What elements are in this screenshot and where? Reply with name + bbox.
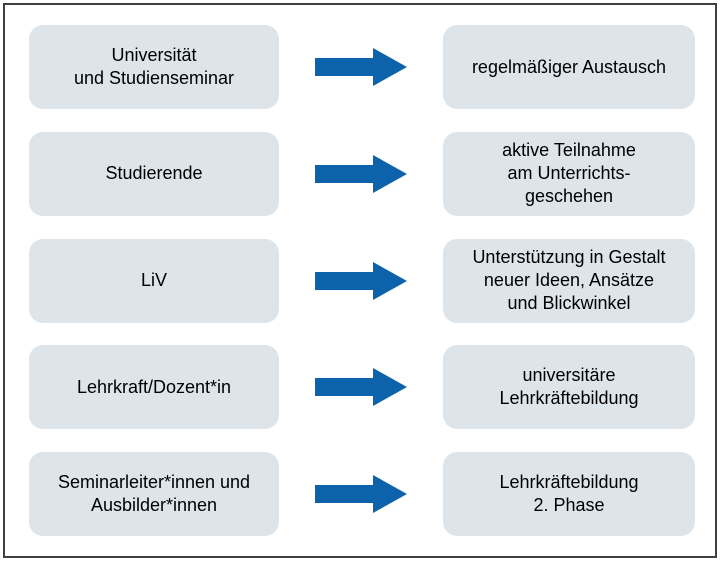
contribution-box: Unterstützung in Gestalt neuer Ideen, An… [443, 238, 695, 323]
contribution-label: regelmäßiger Austausch [471, 56, 667, 77]
contribution-box: regelmäßiger Austausch [443, 25, 695, 109]
actor-label: LiV [140, 270, 167, 290]
right-arrow-icon [279, 261, 443, 300]
contribution-box: aktive Teilnahme am Unterrichts- gescheh… [443, 131, 695, 216]
mapping-row: Universität und Studienseminar regelmäßi… [29, 25, 695, 109]
right-arrow-icon [279, 475, 443, 513]
mapping-row: Seminarleiter*innen und Ausbilder*innen … [29, 452, 695, 536]
right-arrow-icon [279, 154, 443, 193]
contribution-label: Unterstützung in Gestalt neuer Ideen, An… [472, 247, 666, 313]
actor-label: Seminarleiter*innen und Ausbilder*innen [57, 472, 251, 515]
diagram-frame: Universität und Studienseminar regelmäßi… [3, 3, 717, 558]
right-arrow-icon [279, 48, 443, 86]
mapping-row: Lehrkraft/Dozent*in universitäre Lehrkrä… [29, 345, 695, 430]
actor-box: Studierende [29, 131, 279, 216]
mapping-row: Studierende aktive Teilnahme am Unterric… [29, 131, 695, 216]
actor-box: Seminarleiter*innen und Ausbilder*innen [29, 452, 279, 536]
actor-label: Lehrkraft/Dozent*in [76, 376, 232, 397]
contribution-box: Lehrkräftebildung 2. Phase [443, 452, 695, 536]
contribution-label: Lehrkräftebildung 2. Phase [499, 472, 639, 515]
actor-box: LiV [29, 238, 279, 323]
actor-label: Studierende [105, 163, 203, 184]
actor-box: Universität und Studienseminar [29, 25, 279, 109]
right-arrow-icon [279, 368, 443, 407]
actor-label: Universität und Studienseminar [73, 45, 235, 88]
mapping-row: LiV Unterstützung in Gestalt neuer Ideen… [29, 238, 695, 323]
contribution-label: universitäre Lehrkräftebildung [499, 365, 639, 409]
contribution-box: universitäre Lehrkräftebildung [443, 345, 695, 430]
contribution-label: aktive Teilnahme am Unterrichts- gescheh… [502, 140, 636, 207]
actor-box: Lehrkraft/Dozent*in [29, 345, 279, 430]
